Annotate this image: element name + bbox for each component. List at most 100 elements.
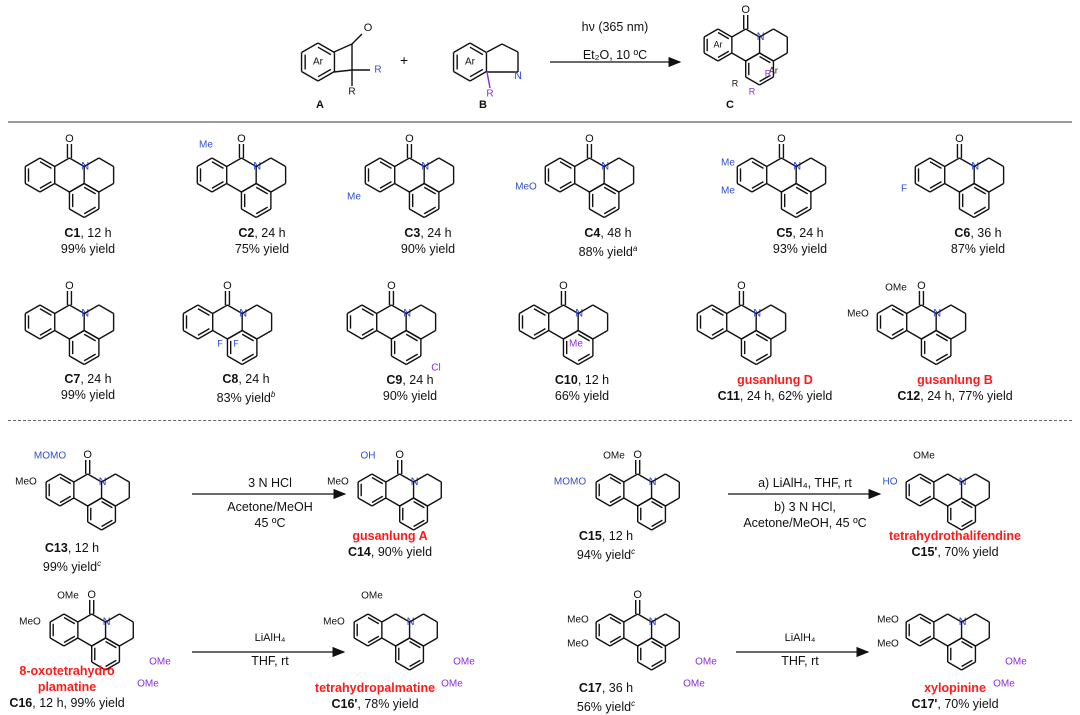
bond: [929, 181, 942, 189]
oxygen-label: O: [83, 449, 92, 461]
separator-dashed: [8, 420, 1072, 421]
bond: [609, 473, 625, 483]
bond: [39, 304, 56, 315]
bond: [921, 329, 937, 340]
bond: [751, 161, 764, 169]
bond: [376, 304, 392, 315]
bond: [211, 181, 224, 189]
bond: [651, 613, 666, 623]
bond: [317, 68, 332, 78]
bond: [63, 616, 76, 625]
methoxy-substituent: OMe: [149, 657, 171, 668]
fluoro-substituent: F: [901, 184, 907, 195]
bond: [975, 613, 990, 623]
bond: [665, 637, 680, 647]
bond: [741, 329, 757, 340]
bond: [413, 473, 428, 483]
bond: [781, 157, 797, 168]
bond: [609, 613, 625, 623]
bond: [227, 304, 243, 315]
bond: [45, 473, 61, 483]
bond: [77, 637, 93, 647]
bond: [914, 157, 931, 168]
bond: [391, 355, 407, 366]
methyl-substituent: Me: [721, 158, 735, 169]
bond: [371, 473, 387, 483]
bond: [745, 28, 760, 38]
bond: [696, 329, 713, 340]
bond: [399, 521, 414, 531]
bond: [63, 637, 79, 647]
methoxy-substituent: OMe: [993, 679, 1015, 690]
bond: [751, 157, 768, 168]
bond: [54, 157, 70, 168]
methoxy-substituent: OMe: [603, 451, 625, 462]
bond: [357, 473, 373, 483]
oxygen-label: O: [777, 133, 786, 145]
bond: [609, 495, 622, 504]
bond: [988, 182, 1004, 193]
bond: [59, 473, 75, 483]
oxygen-label: O: [223, 280, 232, 292]
bond: [933, 613, 949, 623]
bond: [379, 161, 392, 169]
oxygen-label: O: [737, 280, 746, 292]
bond: [973, 182, 990, 193]
bond: [618, 157, 634, 168]
arrow1-cond-mid: Acetone/MeOH: [227, 500, 313, 514]
bond: [91, 661, 106, 671]
bond: [595, 613, 611, 623]
bond: [745, 52, 760, 62]
bond: [589, 208, 605, 219]
bond: [405, 355, 422, 366]
bond: [371, 497, 387, 507]
bond: [795, 182, 812, 193]
arrow1-cond-top: 3 N HCl: [248, 476, 292, 490]
bond: [731, 52, 747, 62]
methoxy-substituent: MeO: [15, 477, 37, 488]
bond: [83, 355, 100, 366]
bond: [947, 497, 962, 507]
bond: [637, 637, 652, 647]
bond: [409, 613, 424, 623]
bond: [603, 157, 620, 168]
bond: [563, 355, 579, 366]
bond: [623, 497, 639, 507]
bond: [385, 497, 401, 507]
oxygen-label: O: [237, 133, 246, 145]
bond: [256, 304, 272, 315]
bond: [367, 637, 383, 647]
bond: [933, 497, 949, 507]
bond: [623, 637, 639, 647]
bond: [651, 497, 666, 507]
bond: [905, 637, 921, 647]
bond: [59, 476, 72, 485]
bond: [409, 157, 425, 168]
bond: [367, 616, 380, 625]
arrow2-cond-mid: b) 3 N HCl,: [774, 500, 836, 514]
bond: [364, 182, 381, 193]
bond: [379, 157, 396, 168]
bond: [544, 182, 561, 193]
bond: [592, 329, 608, 340]
bond: [357, 497, 373, 507]
bond: [395, 661, 410, 671]
bond: [755, 329, 772, 340]
bond: [773, 52, 788, 62]
bond: [423, 157, 440, 168]
oxygen-label: O: [741, 4, 750, 16]
plus-sign: +: [400, 52, 409, 68]
bond: [961, 473, 976, 483]
bond: [577, 333, 591, 342]
fluoro-substituent: F: [233, 338, 239, 348]
bond: [399, 497, 414, 507]
bond: [919, 613, 935, 623]
bond: [367, 613, 383, 623]
